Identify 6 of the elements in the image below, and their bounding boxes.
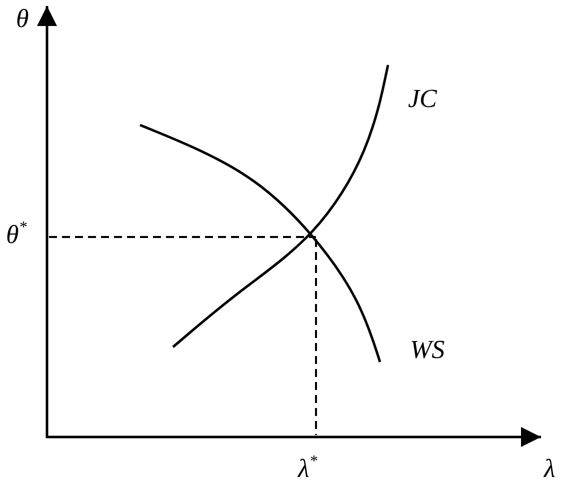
axis-value-label: θ$^{*}$ [6, 222, 27, 248]
axis-label: θ [16, 6, 29, 32]
curve-label: WS [410, 337, 445, 363]
curve-label: JC [408, 86, 437, 112]
axis-value-label: λ$^{*}$ [298, 456, 318, 482]
axis-label: λ [544, 456, 556, 482]
